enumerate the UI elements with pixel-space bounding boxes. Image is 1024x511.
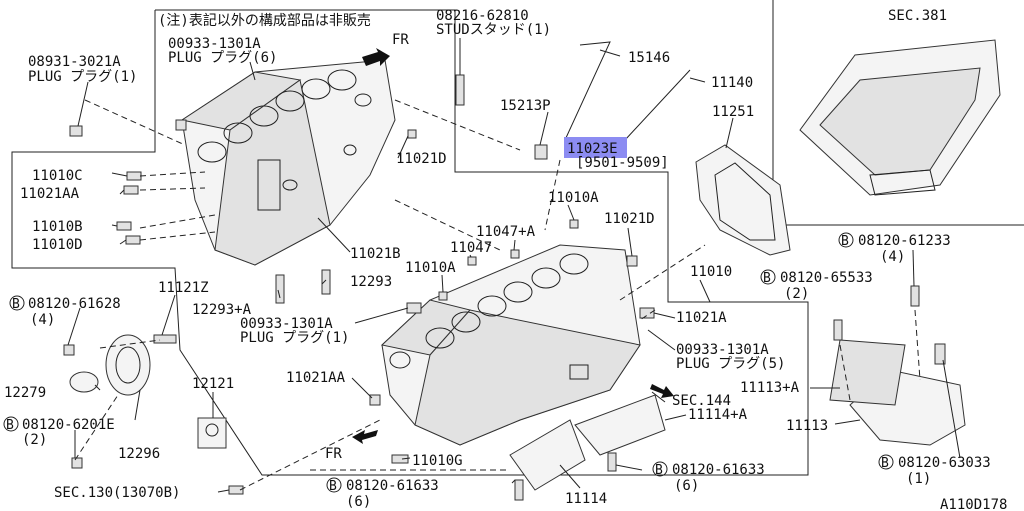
label-00933-top-name: PLUG プラグ(6) [168, 50, 277, 66]
label-12293[interactable]: 12293 [350, 274, 392, 290]
label-11023E[interactable]: 11023E [567, 141, 618, 157]
label-15146[interactable]: 15146 [628, 50, 670, 66]
label-11251[interactable]: 11251 [712, 104, 754, 120]
label-00933-mid-name: PLUG プラグ(1) [240, 330, 349, 346]
label-08120-61633b-qty: (6) [674, 478, 699, 494]
label-12293A[interactable]: 12293+A [192, 302, 252, 318]
fr-arrow-top: FR [362, 32, 409, 66]
label-12121[interactable]: 12121 [192, 376, 234, 392]
seal-retainer [69, 334, 151, 396]
small-fasteners [63, 41, 946, 501]
label-11140[interactable]: 11140 [711, 75, 753, 91]
leader-lines [67, 38, 961, 493]
label-11047[interactable]: 11047 [450, 240, 492, 256]
label-08120-63033-qty: (1) [906, 471, 931, 487]
header-note: (注)表記以外の構成部品は非販売 [158, 12, 371, 29]
label-00933-top[interactable]: 00933-1301A [168, 36, 261, 52]
label-00933-mid[interactable]: 00933-1301A [240, 316, 333, 332]
upper-cylinder-block [180, 59, 396, 266]
bolt-marker-65533: B [763, 271, 771, 286]
label-08931[interactable]: 08931-3021A [28, 54, 121, 70]
labels: (注)表記以外の構成部品は非販売 08931-3021A PLUG プラグ(1)… [3, 8, 1007, 511]
diagram-id: A110D178 [940, 497, 1007, 511]
label-sec130[interactable]: SEC.130(13070B) [54, 485, 180, 501]
bolt-marker-61633b: B [655, 463, 663, 478]
label-11010D[interactable]: 11010D [32, 237, 83, 253]
label-08120-6201E[interactable]: 08120-6201E [22, 417, 115, 433]
baffle-plate [829, 339, 966, 446]
label-11113A[interactable]: 11113+A [740, 380, 800, 396]
label-11010A-a[interactable]: 11010A [548, 190, 599, 206]
label-12296[interactable]: 12296 [118, 446, 160, 462]
fr-label-bottom: FR [325, 446, 342, 462]
label-11047A[interactable]: 11047+A [476, 224, 536, 240]
label-08120-61628-qty: (4) [30, 312, 55, 328]
highlight-box [564, 137, 627, 158]
label-11021AA-bot[interactable]: 11021AA [286, 370, 346, 386]
label-08120-6201E-qty: (2) [22, 432, 47, 448]
fr-arrow-bottom: FR [325, 430, 378, 462]
label-sec381[interactable]: SEC.381 [888, 8, 947, 24]
label-11121Z[interactable]: 11121Z [158, 280, 209, 296]
label-11021D-top[interactable]: 11021D [396, 151, 447, 167]
label-08931-name: PLUG プラグ(1) [28, 69, 137, 85]
label-11113[interactable]: 11113 [786, 418, 828, 434]
label-11114A[interactable]: 11114+A [688, 407, 748, 423]
label-11010B[interactable]: 11010B [32, 219, 83, 235]
oil-pan [799, 39, 1001, 196]
label-11010G[interactable]: 11010G [412, 453, 463, 469]
dashed-lines [74, 99, 921, 491]
label-08120-61233[interactable]: 08120-61233 [858, 233, 951, 249]
label-00933-right-name: PLUG プラグ(5) [676, 356, 785, 372]
label-08216-name: STUDスタッド(1) [436, 22, 551, 38]
label-15213P[interactable]: 15213P [500, 98, 551, 114]
rear-plate [695, 144, 791, 256]
label-11023E-range: [9501-9509] [576, 155, 669, 171]
label-11114[interactable]: 11114 [565, 491, 607, 507]
label-08120-61633b[interactable]: 08120-61633 [672, 462, 765, 478]
label-08120-65533[interactable]: 08120-65533 [780, 270, 873, 286]
label-11010[interactable]: 11010 [690, 264, 732, 280]
sec144-arrow [650, 384, 674, 398]
label-11010C[interactable]: 11010C [32, 168, 83, 184]
fr-label-top: FR [392, 32, 409, 48]
label-08120-65533-qty: (2) [784, 286, 809, 302]
label-00933-right[interactable]: 00933-1301A [676, 342, 769, 358]
bolt-marker-6201E: B [6, 418, 14, 433]
label-08120-63033[interactable]: 08120-63033 [898, 455, 991, 471]
label-08120-61633a[interactable]: 08120-61633 [346, 478, 439, 494]
label-11021A[interactable]: 11021A [676, 310, 727, 326]
label-sec144[interactable]: SEC.144 [672, 393, 731, 409]
label-08120-61633a-qty: (6) [346, 494, 371, 510]
label-11021D-mid[interactable]: 11021D [604, 211, 655, 227]
water-pump [197, 417, 227, 449]
bed-plate [509, 394, 666, 491]
bolt-marker-63033: B [881, 456, 889, 471]
label-08216[interactable]: 08216-62810 [436, 8, 529, 24]
label-12279[interactable]: 12279 [4, 385, 46, 401]
bolt-marker-61233: B [841, 234, 849, 249]
label-11021AA-top[interactable]: 11021AA [20, 186, 80, 202]
bolt-marker-61633a: B [329, 479, 337, 494]
bolt-marker-61628: B [12, 297, 20, 312]
label-11010A-b[interactable]: 11010A [405, 260, 456, 276]
label-08120-61233-qty: (4) [880, 249, 905, 265]
label-08120-61628[interactable]: 08120-61628 [28, 296, 121, 312]
label-11021B[interactable]: 11021B [350, 246, 401, 262]
